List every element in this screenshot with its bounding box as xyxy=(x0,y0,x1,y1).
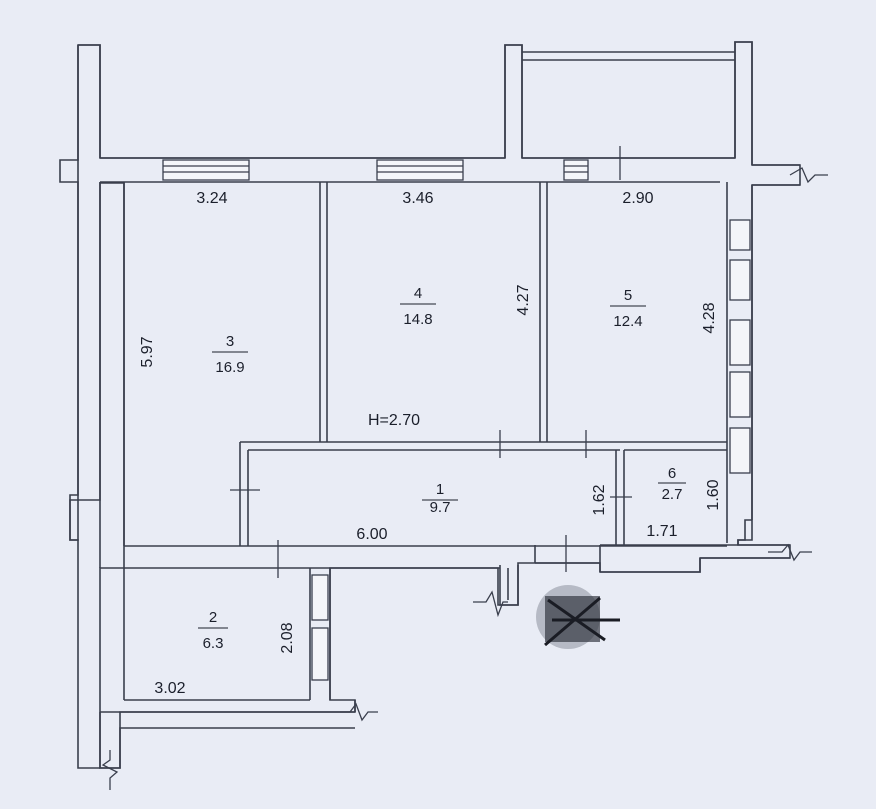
window-room5 xyxy=(563,159,589,181)
room-2-number: 2 xyxy=(209,609,217,626)
room-5-number: 5 xyxy=(624,287,632,304)
dim-room5-length: 4.28 xyxy=(701,302,718,333)
room-1-number: 1 xyxy=(436,481,444,498)
room-6-number: 6 xyxy=(668,465,676,482)
dim-room6-width: 1.71 xyxy=(646,523,677,540)
window-room4 xyxy=(376,159,464,181)
room-6-area: 2.7 xyxy=(662,486,683,503)
room-3-area: 16.9 xyxy=(215,359,244,376)
window-room3 xyxy=(162,159,250,181)
labels: 3 16.9 4 14.8 5 12.4 1 9.7 6 2.7 2 6.3 H… xyxy=(139,190,722,697)
dim-room5-width: 2.90 xyxy=(622,190,653,207)
dim-room3-width: 3.24 xyxy=(196,190,227,207)
room-5-area: 12.4 xyxy=(613,313,642,330)
room-1-area: 9.7 xyxy=(430,499,451,516)
break-symbols xyxy=(101,167,828,790)
room-4-number: 4 xyxy=(414,285,422,302)
windows xyxy=(162,159,751,681)
door-marks xyxy=(230,146,632,578)
ceiling-height: H=2.70 xyxy=(368,412,420,429)
redacted-stamp-icon xyxy=(536,585,620,649)
dim-room4-width: 3.46 xyxy=(402,190,433,207)
dim-room2-width: 3.02 xyxy=(154,680,185,697)
room-3-number: 3 xyxy=(226,333,234,350)
room-4-area: 14.8 xyxy=(403,311,432,328)
dim-room4-length: 4.27 xyxy=(515,284,532,315)
dim-hall-width: 1.62 xyxy=(591,484,608,515)
dim-hall-length: 6.00 xyxy=(356,526,387,543)
dim-room3-length: 5.97 xyxy=(139,336,156,367)
room-2-area: 6.3 xyxy=(203,635,224,652)
dim-room6-length: 1.60 xyxy=(705,479,722,510)
wall-lines xyxy=(59,41,800,769)
dim-room2-length: 2.08 xyxy=(279,622,296,653)
